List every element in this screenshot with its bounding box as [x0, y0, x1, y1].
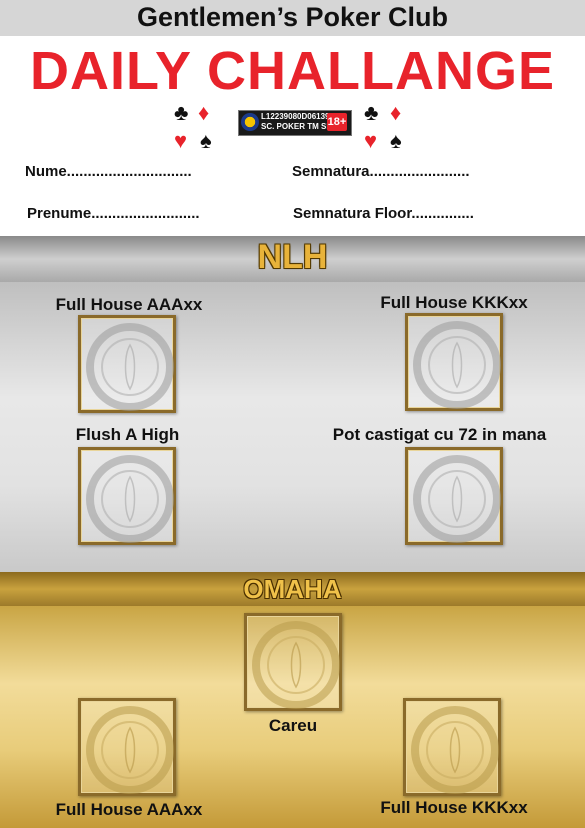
nlh-item-label: Full House KKKxx — [380, 293, 528, 312]
stamp-box[interactable] — [78, 447, 176, 545]
nlh-label: NLH — [257, 238, 328, 276]
club-icon: ♣ — [364, 100, 379, 125]
omaha-section — [0, 606, 585, 828]
nlh-item-label: Pot castigat cu 72 in mana — [332, 425, 547, 444]
heart-icon: ♥ — [364, 128, 378, 153]
stamp-box[interactable] — [244, 613, 342, 711]
license-text: L12239080D061392 SC. POKER TM SRL — [261, 112, 337, 132]
challenge-title: DAILY CHALLANGE — [29, 41, 556, 101]
club-icon: ♣ — [174, 100, 189, 125]
spade-icon: ♠ — [390, 128, 402, 153]
header-bar — [0, 0, 585, 36]
semnatura-field[interactable]: Semnatura........................ — [292, 163, 470, 180]
poker-chip-icon — [411, 706, 499, 794]
poker-chip-icon — [413, 321, 501, 409]
heart-icon: ♥ — [174, 128, 188, 153]
seal-icon — [241, 113, 259, 131]
top-section — [0, 36, 585, 236]
diamond-icon: ♦ — [198, 100, 210, 125]
license-number: L12239080D061392 — [261, 112, 334, 121]
poker-chip-icon — [252, 621, 340, 709]
license-company: SC. POKER TM SRL — [261, 122, 338, 131]
omaha-band — [0, 572, 585, 606]
club-title: Gentlemen’s Poker Club — [136, 2, 449, 32]
stamp-box[interactable] — [405, 313, 503, 411]
stamp-box[interactable] — [403, 698, 501, 796]
diamond-icon: ♦ — [390, 100, 402, 125]
license-badge: L12239080D061392 SC. POKER TM SRL 18+ — [238, 110, 352, 136]
poker-chip-icon — [86, 706, 174, 794]
omaha-item-label: Careu — [268, 716, 318, 735]
omaha-item-label: Full House KKKxx — [380, 798, 528, 817]
nlh-item-label: Flush A High — [75, 425, 180, 444]
stamp-box[interactable] — [405, 447, 503, 545]
semnatura-floor-field[interactable]: Semnatura Floor............... — [293, 205, 474, 222]
nlh-band — [0, 236, 585, 282]
stamp-box[interactable] — [78, 315, 176, 413]
nlh-item-label: Full House AAAxx — [55, 295, 203, 314]
omaha-item-label: Full House AAAxx — [55, 800, 203, 819]
age-badge: 18+ — [327, 113, 347, 131]
prenume-field[interactable]: Prenume.......................... — [27, 205, 200, 222]
poker-chip-icon — [86, 455, 174, 543]
stamp-box[interactable] — [78, 698, 176, 796]
poker-chip-icon — [413, 455, 501, 543]
poker-chip-icon — [86, 323, 174, 411]
spade-icon: ♠ — [200, 128, 212, 153]
omaha-label: OMAHA — [243, 574, 342, 604]
nume-field[interactable]: Nume.............................. — [25, 163, 192, 180]
